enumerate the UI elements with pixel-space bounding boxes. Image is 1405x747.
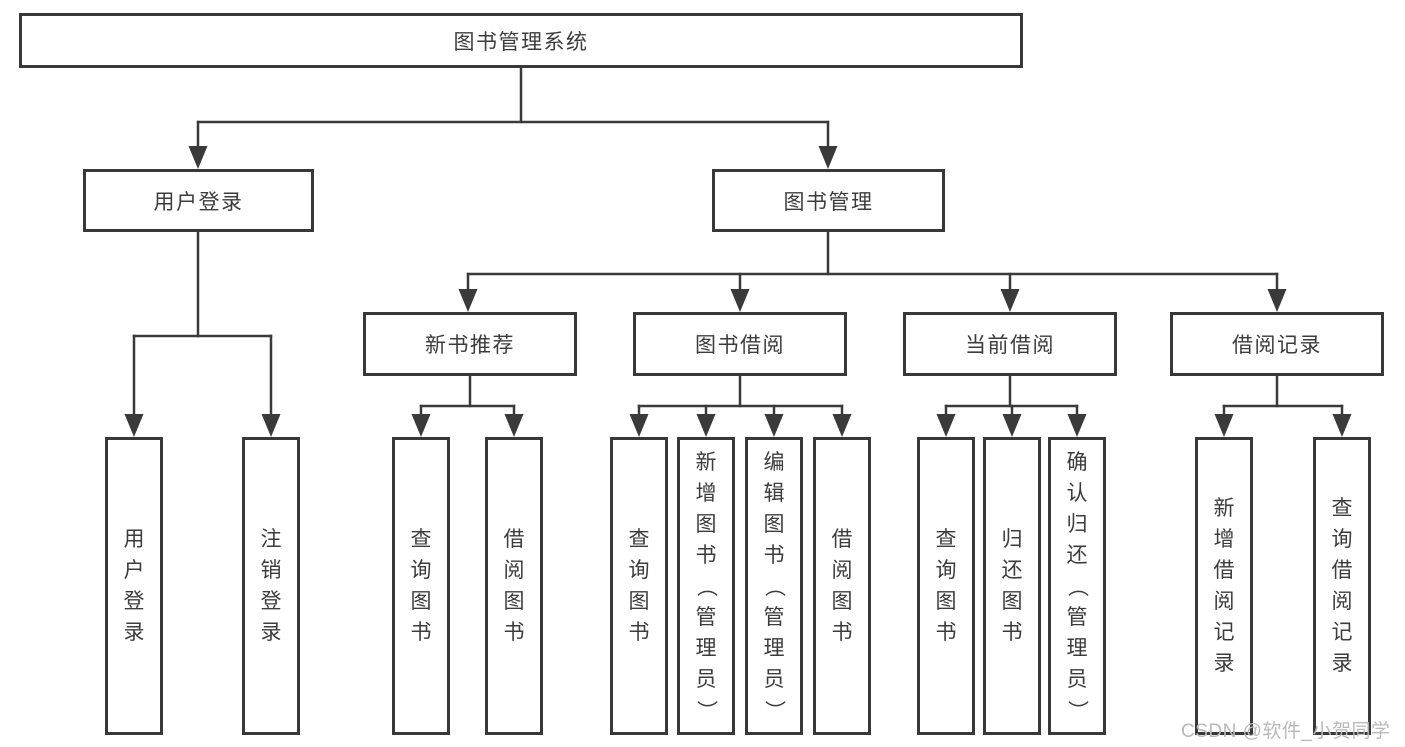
- vertical-char: 增: [695, 481, 717, 505]
- vertical-char: 查: [1331, 497, 1353, 520]
- vertical-char: （: [762, 575, 786, 597]
- vertical-char: 录: [260, 621, 282, 644]
- vertical-char: 书: [763, 543, 785, 567]
- vertical-char: 归: [1001, 528, 1023, 551]
- leaf-logout-login: 注销登录: [242, 437, 300, 735]
- vertical-char: 询: [1331, 528, 1353, 551]
- vertical-char: 新: [695, 450, 717, 474]
- vertical-char: 还: [1066, 543, 1088, 567]
- leaf-record-query-borrow-record: 查询借阅记录: [1313, 437, 1371, 735]
- vertical-char: 员: [695, 667, 717, 691]
- leaf-current-confirm-return-admin: 确认归还 （ 管理员 ）: [1048, 437, 1106, 735]
- vertical-char: 借: [1331, 559, 1353, 582]
- csdn-watermark: CSDN @软件_小贺同学: [1181, 721, 1391, 742]
- vertical-char: 记: [1213, 621, 1235, 644]
- vertical-char: ）: [1065, 699, 1089, 721]
- vertical-char: 管: [695, 605, 717, 629]
- vertical-char: 图: [410, 590, 432, 613]
- vertical-char: 登: [123, 590, 145, 613]
- vertical-char: 用: [123, 528, 145, 551]
- vertical-char: 查: [935, 528, 957, 551]
- vertical-char: （: [694, 575, 718, 597]
- vertical-char: 录: [1213, 652, 1235, 675]
- vertical-char: 编: [763, 450, 785, 474]
- vertical-char: 图: [935, 590, 957, 613]
- vertical-char: 理: [1066, 636, 1088, 660]
- vertical-char: 阅: [1213, 590, 1235, 613]
- vertical-char: 借: [503, 528, 525, 551]
- vertical-char: 询: [935, 559, 957, 582]
- vertical-char: 图: [628, 590, 650, 613]
- vertical-char: 录: [123, 621, 145, 644]
- vertical-char: 书: [410, 621, 432, 644]
- leaf-record-add-borrow-record: 新增借阅记录: [1195, 437, 1253, 735]
- vertical-char: 图: [695, 512, 717, 536]
- vertical-char: 书: [935, 621, 957, 644]
- vertical-char: 借: [831, 528, 853, 551]
- node-book-borrow: 图书借阅: [633, 312, 847, 376]
- vertical-char: 询: [410, 559, 432, 582]
- vertical-char: 登: [260, 590, 282, 613]
- vertical-char: 增: [1213, 528, 1235, 551]
- vertical-char: 归: [1066, 512, 1088, 536]
- leaf-borrow-add-books-admin: 新增图书 （ 管理员 ）: [677, 437, 735, 735]
- leaf-current-return-books: 归还图书: [983, 437, 1041, 735]
- vertical-char: 户: [123, 559, 145, 582]
- vertical-char: 辑: [763, 481, 785, 505]
- leaf-recommend-query-books: 查询图书: [392, 437, 450, 735]
- vertical-char: 录: [1331, 652, 1353, 675]
- vertical-char: 理: [695, 636, 717, 660]
- vertical-char: 销: [260, 559, 282, 582]
- vertical-char: 管: [763, 605, 785, 629]
- node-library-management-system: 图书管理系统: [19, 13, 1023, 68]
- vertical-char: 书: [628, 621, 650, 644]
- vertical-char: 图: [503, 590, 525, 613]
- leaf-user-login: 用户登录: [105, 437, 163, 735]
- vertical-char: ）: [762, 699, 786, 721]
- vertical-char: 管: [1066, 605, 1088, 629]
- vertical-char: 阅: [503, 559, 525, 582]
- vertical-char: 查: [628, 528, 650, 551]
- vertical-char: 图: [763, 512, 785, 536]
- node-borrow-record: 借阅记录: [1170, 312, 1384, 376]
- vertical-char: 记: [1331, 621, 1353, 644]
- leaf-borrow-borrow-books: 借阅图书: [813, 437, 871, 735]
- vertical-char: （: [1065, 575, 1089, 597]
- vertical-char: 书: [1001, 621, 1023, 644]
- vertical-char: ）: [694, 699, 718, 721]
- leaf-borrow-edit-books-admin: 编辑图书 （ 管理员 ）: [745, 437, 803, 735]
- vertical-char: 借: [1213, 559, 1235, 582]
- node-user-login: 用户登录: [83, 169, 314, 232]
- vertical-char: 图: [1001, 590, 1023, 613]
- leaf-current-query-books: 查询图书: [917, 437, 975, 735]
- vertical-char: 询: [628, 559, 650, 582]
- vertical-char: 查: [410, 528, 432, 551]
- vertical-char: 图: [831, 590, 853, 613]
- vertical-char: 书: [831, 621, 853, 644]
- vertical-char: 理: [763, 636, 785, 660]
- vertical-char: 认: [1066, 481, 1088, 505]
- leaf-recommend-borrow-books: 借阅图书: [485, 437, 543, 735]
- vertical-char: 书: [503, 621, 525, 644]
- vertical-char: 阅: [831, 559, 853, 582]
- node-new-book-recommend: 新书推荐: [363, 312, 577, 376]
- vertical-char: 还: [1001, 559, 1023, 582]
- vertical-char: 阅: [1331, 590, 1353, 613]
- vertical-char: 书: [695, 543, 717, 567]
- vertical-char: 员: [1066, 667, 1088, 691]
- node-current-borrow: 当前借阅: [903, 312, 1117, 376]
- leaf-borrow-query-books: 查询图书: [610, 437, 668, 735]
- vertical-char: 注: [260, 528, 282, 551]
- vertical-char: 员: [763, 667, 785, 691]
- node-book-management: 图书管理: [712, 169, 945, 232]
- vertical-char: 新: [1213, 497, 1235, 520]
- vertical-char: 确: [1066, 450, 1088, 474]
